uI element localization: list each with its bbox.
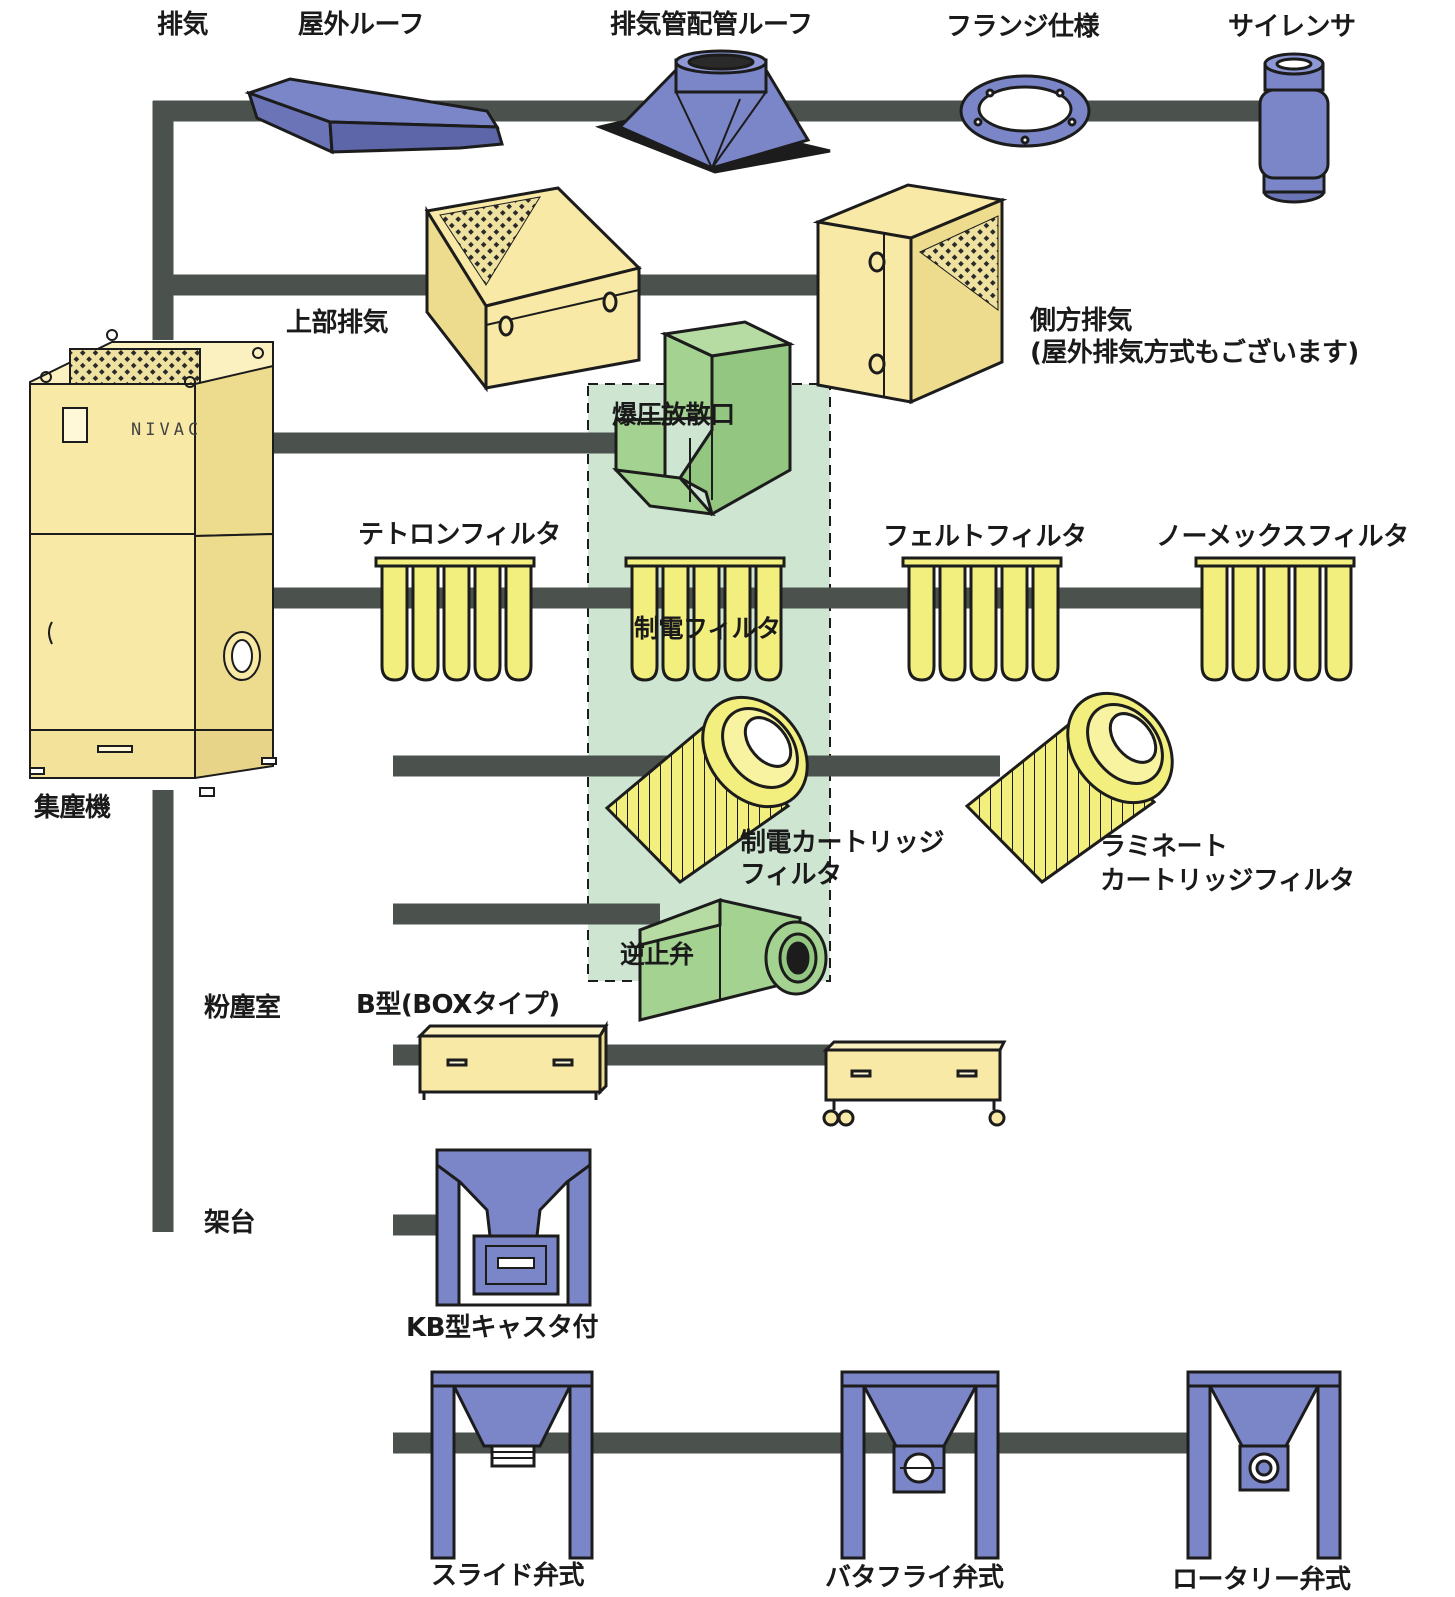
butterfly-valve-stand-shape xyxy=(842,1372,998,1558)
side-exhaust-note: (屋外排気方式もございます) xyxy=(1030,338,1359,368)
felt-filter-shape xyxy=(903,558,1061,680)
dust-collector-label: 集塵機 xyxy=(34,793,111,823)
brand-logo-text: NIVAC xyxy=(131,420,202,440)
antistatic-filter-label: 制電フィルタ xyxy=(634,614,781,644)
outdoor-roof-shape xyxy=(249,79,502,152)
explosion-vent-label: 爆圧放散口 xyxy=(612,400,735,430)
slide-valve-label: スライド弁式 xyxy=(431,1561,584,1591)
flange-spec-label: フランジ仕様 xyxy=(946,12,1099,42)
b-type-label: B型(BOXタイプ) xyxy=(356,990,560,1020)
nomex-filter-shape xyxy=(1196,558,1354,680)
stand-label: 架台 xyxy=(204,1208,255,1238)
kb-type-label: KB型キャスタ付 xyxy=(406,1313,598,1343)
antistatic-cartridge-label-2: フィルタ xyxy=(740,860,841,890)
rotary-valve-label: ロータリー弁式 xyxy=(1172,1565,1351,1595)
laminate-cartridge-label-2: カートリッジフィルタ xyxy=(1100,866,1354,896)
exhaust-pipe-roof-label: 排気管配管ルーフ xyxy=(610,10,812,40)
silencer-label: サイレンサ xyxy=(1228,12,1356,42)
tetron-filter-shape xyxy=(376,558,534,680)
check-valve-label: 逆止弁 xyxy=(620,940,694,970)
nomex-filter-label: ノーメックスフィルタ xyxy=(1156,522,1409,552)
antistatic-cartridge-label: 制電カートリッジ xyxy=(740,828,944,858)
side-exhaust-shape xyxy=(818,185,1002,402)
flange-shape xyxy=(961,76,1089,146)
outdoor-roof-label: 屋外ルーフ xyxy=(298,10,424,40)
box-type-chamber-shape xyxy=(420,1026,606,1100)
laminate-cartridge-label: ラミネート xyxy=(1100,832,1228,862)
side-exhaust-label: 側方排気 xyxy=(1030,306,1132,336)
silencer-shape xyxy=(1260,54,1328,202)
kb-stand-shape xyxy=(437,1150,590,1305)
top-exhaust-label: 上部排気 xyxy=(286,308,388,338)
dust-collector xyxy=(30,330,276,796)
slide-valve-stand-shape xyxy=(432,1372,592,1558)
exhaust-label: 排気 xyxy=(157,10,208,40)
caster-chamber-shape xyxy=(824,1042,1004,1125)
butterfly-valve-label: バタフライ弁式 xyxy=(825,1563,1004,1593)
top-exhaust-shape xyxy=(427,188,639,388)
tetron-filter-label: テトロンフィルタ xyxy=(358,520,561,550)
felt-filter-label: フェルトフィルタ xyxy=(883,522,1086,552)
rotary-valve-stand-shape xyxy=(1188,1372,1340,1558)
dust-chamber-label: 粉塵室 xyxy=(204,993,281,1023)
